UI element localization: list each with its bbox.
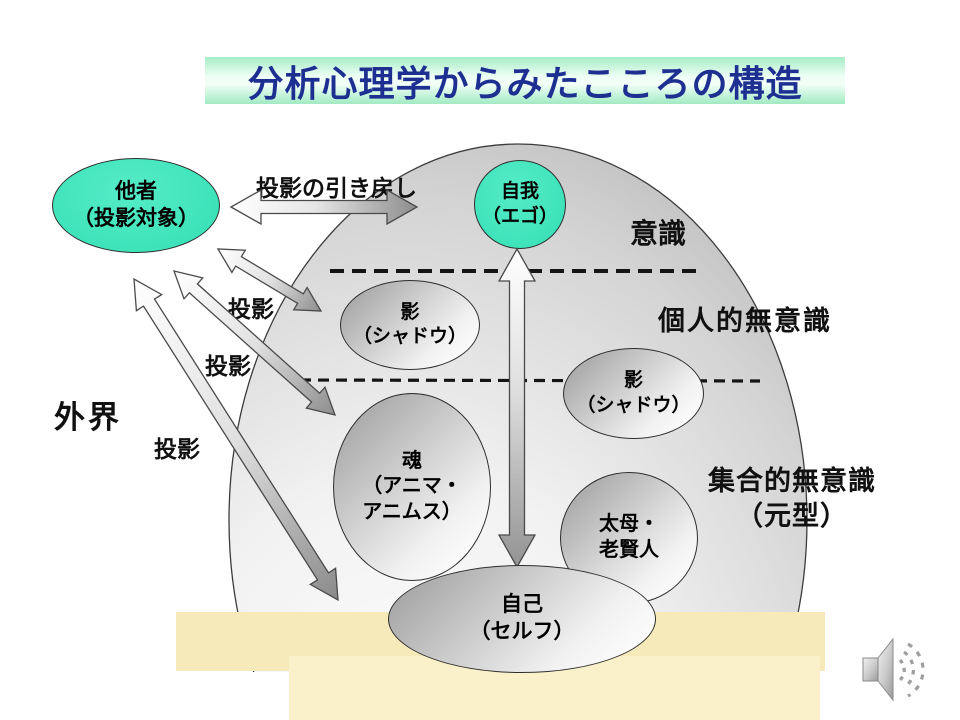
node-other-projection-target: 他者 （投影対象） (52, 158, 220, 253)
label-personal-unconscious: 個人的無意識 (658, 306, 832, 336)
speaker-sound-waves (898, 642, 925, 698)
label-outer-world: 外界 (54, 400, 122, 435)
node-shadow-personal-line2: （シャドウ） (352, 326, 467, 347)
node-ego: 自我 （エゴ） (474, 160, 566, 249)
node-shadow-collective: 影 （シャドウ） (563, 348, 704, 439)
node-mother-line2: 老賢人 (599, 539, 659, 561)
node-other-line2: （投影対象） (73, 206, 199, 230)
node-self: 自己 （セルフ） (388, 565, 656, 673)
node-shadow-personal-line1: 影 (400, 301, 420, 323)
node-shadow-collective-line2: （シャドウ） (576, 394, 691, 416)
audio-speaker-icon[interactable] (856, 630, 928, 702)
label-collective-line1: 集合的無意識 (708, 466, 876, 496)
speaker-cone (877, 637, 894, 702)
label-collective-unconscious: 集合的無意識 （元型） (680, 464, 904, 534)
label-consciousness: 意識 (630, 218, 687, 249)
label-projection-3: 投影 (154, 436, 200, 462)
label-collective-line2: （元型） (736, 501, 848, 532)
node-shadow-personal: 影 （シャドウ） (340, 280, 480, 370)
node-soul-anima-animus: 魂 （アニマ・ アニムス） (333, 393, 491, 581)
node-shadow-collective-line1: 影 (623, 370, 643, 392)
label-projection-1: 投影 (228, 296, 274, 322)
node-self-line2: （セルフ） (469, 620, 575, 643)
node-soul-line3: アニムス） (362, 500, 462, 523)
slide-title-text: 分析心理学からみたこころの構造 (247, 62, 803, 104)
label-projection-withdrawal: 投影の引き戻し (256, 175, 417, 201)
node-ego-line2: （エゴ） (481, 205, 558, 227)
node-other-line1: 他者 (115, 179, 157, 203)
slide-title: 分析心理学からみたこころの構造 (205, 57, 845, 104)
node-great-mother-wise-man: 太母・ 老賢人 (560, 472, 698, 604)
node-ego-line1: 自我 (500, 181, 539, 203)
node-soul-line1: 魂 (402, 449, 422, 472)
label-projection-2: 投影 (205, 353, 251, 379)
node-mother-line1: 太母・ (599, 513, 659, 536)
node-self-line1: 自己 (501, 593, 543, 617)
speaker-body (862, 657, 879, 682)
node-soul-line2: （アニマ・ (362, 475, 462, 498)
